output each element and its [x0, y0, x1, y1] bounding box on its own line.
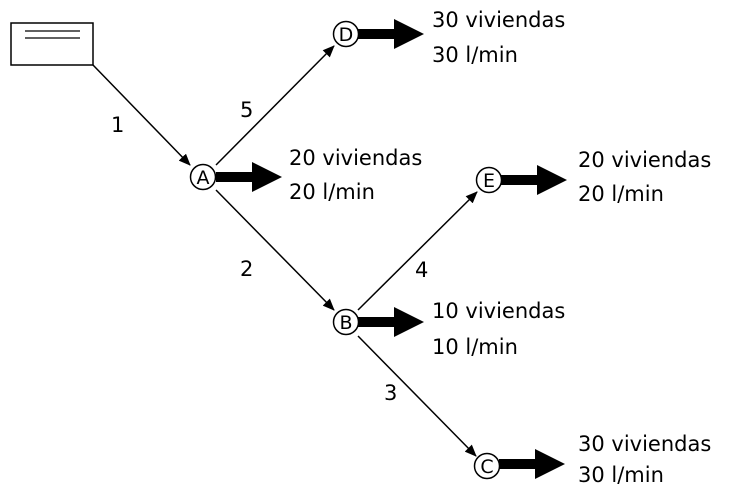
pipe-label-1: 1 [111, 113, 124, 137]
demand-e-viviendas: 20 viviendas [578, 148, 711, 172]
demand-c-flow: 30 l/min [578, 463, 664, 487]
pipe-4 [357, 191, 478, 311]
demand-b-flow: 10 l/min [432, 335, 518, 359]
pipe-3 [357, 335, 477, 457]
demand-d-flow: 30 l/min [432, 43, 518, 67]
pipe-5 [215, 45, 335, 166]
node-d-label: D [339, 24, 354, 46]
demand-arrow-b [358, 307, 424, 337]
demand-e-flow: 20 l/min [578, 182, 664, 206]
node-c-label: C [480, 456, 493, 478]
node-e-label: E [483, 170, 495, 192]
demand-arrow-c [499, 449, 565, 479]
demand-arrow-e [501, 165, 567, 195]
node-a: A [189, 163, 217, 191]
demand-c-viviendas: 30 viviendas [578, 432, 711, 456]
node-c: C [473, 452, 501, 480]
pipe-label-3: 3 [384, 381, 397, 405]
demand-a-viviendas: 20 viviendas [289, 146, 422, 170]
demand-a-flow: 20 l/min [289, 180, 375, 204]
demand-b-viviendas: 10 viviendas [432, 299, 565, 323]
demand-arrow-a [216, 162, 282, 192]
pipe-label-5: 5 [240, 98, 253, 122]
water-tank [10, 22, 94, 66]
pipe-label-4: 4 [415, 258, 428, 282]
node-d: D [332, 20, 360, 48]
demand-arrow-d [358, 19, 424, 49]
pipe-label-2: 2 [240, 257, 253, 281]
pipe-2 [215, 189, 335, 311]
node-b-label: B [339, 312, 352, 334]
node-a-label: A [197, 167, 210, 189]
node-e: E [475, 166, 503, 194]
pipe-1 [92, 64, 191, 166]
demand-d-viviendas: 30 viviendas [432, 8, 565, 32]
node-b: B [332, 308, 360, 336]
